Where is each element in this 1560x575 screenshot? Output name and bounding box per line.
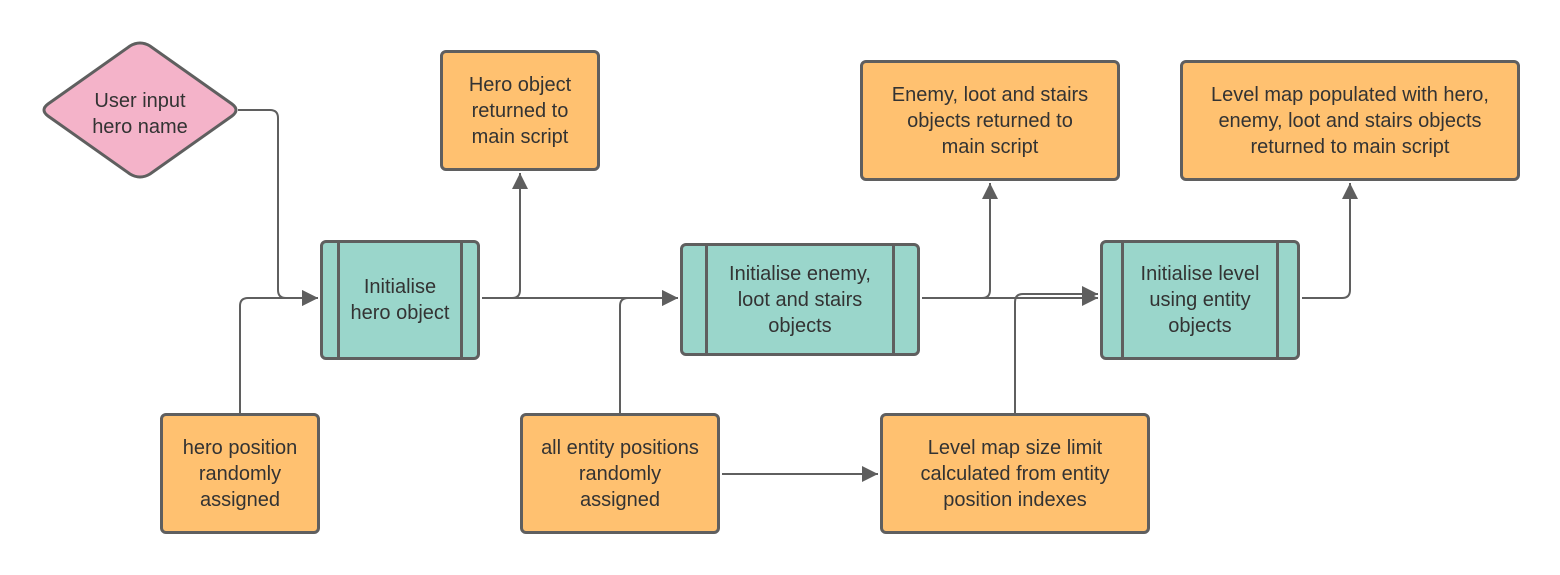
edge-init-enemy-to-enemy-returned: [922, 183, 998, 299]
subprocess-bar-left: [337, 243, 340, 357]
subprocess-bar-left: [705, 246, 708, 353]
edge-map-size-to-init-level: [1014, 286, 1098, 413]
edge-init-hero-to-hero-returned: [482, 173, 528, 299]
hero-position-label: hero position randomly assigned: [182, 436, 298, 511]
map-size-box: Level map size limit calculated from ent…: [880, 413, 1150, 534]
subprocess-bar-left: [1121, 243, 1124, 357]
hero-position-box: hero position randomly assigned: [160, 413, 320, 534]
map-size-label: Level map size limit calculated from ent…: [920, 436, 1110, 511]
init-hero-label: Initialise hero object: [350, 276, 450, 324]
entity-positions-box: all entity positions randomly assigned: [520, 413, 720, 534]
enemy-returned-box: Enemy, loot and stairs objects returned …: [860, 60, 1120, 181]
init-level-box: Initialise level using entity objects: [1100, 240, 1300, 360]
level-returned-box: Level map populated with hero, enemy, lo…: [1180, 60, 1520, 181]
init-enemy-box: Initialise enemy, loot and stairs object…: [680, 243, 920, 356]
user-input-decision: User input hero name: [92, 90, 188, 138]
edge-user-input-to-init-hero: [238, 109, 318, 306]
enemy-returned-label: Enemy, loot and stairs objects returned …: [891, 83, 1089, 158]
subprocess-bar-right: [892, 246, 895, 353]
edge-entity-positions-to-init-enemy: [619, 290, 678, 413]
init-level-label: Initialise level using entity objects: [1140, 263, 1260, 337]
entity-positions-label: all entity positions randomly assigned: [541, 436, 699, 511]
subprocess-bar-right: [460, 243, 463, 357]
init-enemy-label: Initialise enemy, loot and stairs object…: [729, 262, 871, 337]
level-returned-label: Level map populated with hero, enemy, lo…: [1211, 83, 1489, 158]
edge-hero-position-to-init-hero: [239, 290, 318, 413]
edge-init-level-to-level-returned: [1302, 183, 1358, 299]
subprocess-bar-right: [1276, 243, 1279, 357]
decision-diamond-shape: [42, 41, 238, 179]
hero-returned-box: Hero object returned to main script: [440, 50, 600, 171]
hero-returned-label: Hero object returned to main script: [468, 73, 572, 148]
init-hero-box: Initialise hero object: [320, 240, 480, 360]
